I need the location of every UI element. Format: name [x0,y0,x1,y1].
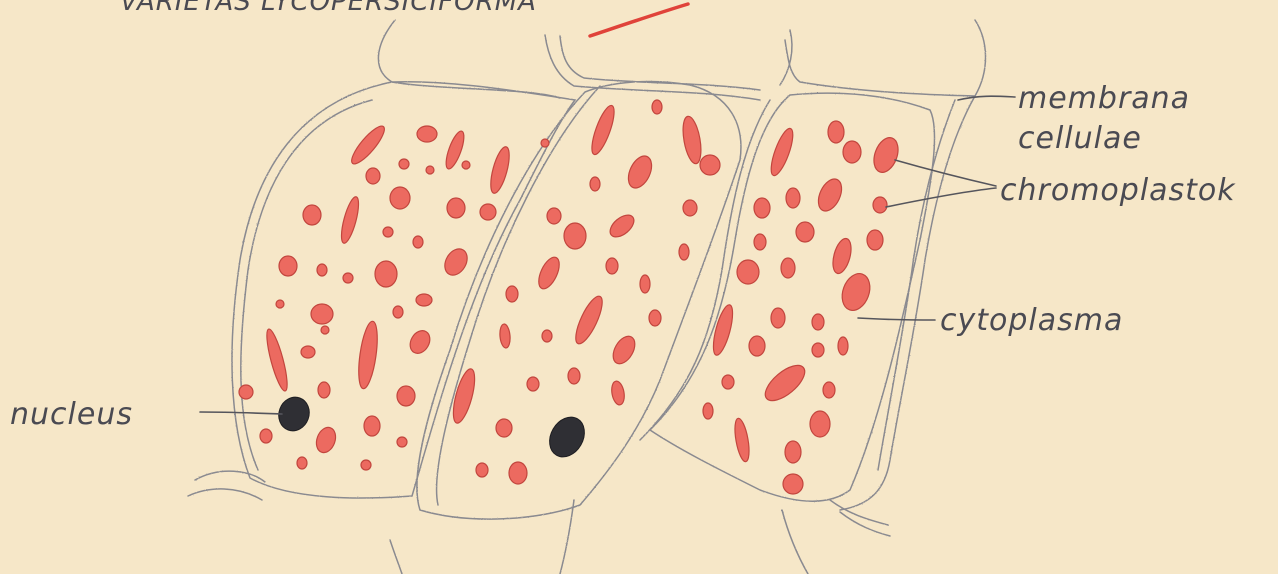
nucleus-cell-2 [543,411,592,463]
label-nucleus: nucleus [10,397,133,432]
cytoplasma-leader [858,318,935,320]
label-membrana: membrana [1018,81,1190,116]
chromoplastok-leader-1 [895,160,996,186]
red-mark [590,4,688,36]
label-cytoplasma: cytoplasma [940,303,1123,338]
membrana-leader [958,96,1015,100]
header-text: VARIETAS LYCOPERSICIFORMA [120,0,537,17]
label-cellulae: cellulae [1018,121,1142,156]
nucleus-leader [200,412,282,414]
label-chromoplastok: chromoplastok [1000,173,1236,208]
chromoplastok-leader-2 [886,188,996,207]
